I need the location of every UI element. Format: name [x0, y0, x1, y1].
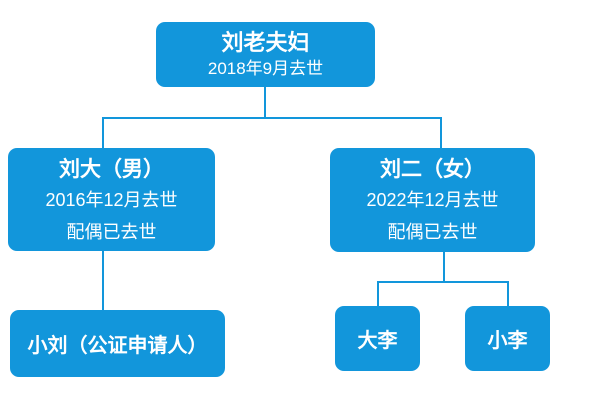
- node-grandparents: 刘老夫妇 2018年9月去世: [156, 22, 375, 87]
- node-daughter-liuer: 刘二（女） 2022年12月去世 配偶已去世: [330, 148, 535, 252]
- node-son-liuda: 刘大（男） 2016年12月去世 配偶已去世: [8, 148, 215, 251]
- node-son-death-date: 2016年12月去世: [45, 189, 178, 210]
- connector-drop-to-daughter: [440, 117, 442, 148]
- connector-generation3-hline: [377, 281, 509, 283]
- connector-daughter-stem: [443, 252, 445, 282]
- node-xiaoli-name: 小李: [487, 330, 528, 352]
- node-dali-name: 大李: [357, 330, 398, 352]
- node-grandparents-death-date: 2018年9月去世: [207, 59, 324, 78]
- connector-drop-to-son: [102, 117, 104, 148]
- node-applicant-name: 小刘（公证申请人）: [27, 335, 208, 357]
- node-daughter-name: 刘二（女）: [380, 158, 485, 181]
- node-grandchild-xiaoli: 小李: [465, 306, 550, 371]
- node-daughter-spouse-status: 配偶已去世: [387, 222, 478, 242]
- connector-drop-to-dali: [377, 281, 379, 306]
- node-daughter-death-date: 2022年12月去世: [366, 190, 499, 210]
- connector-drop-to-xiaoli: [507, 281, 509, 306]
- node-grandchild-dali: 大李: [335, 306, 420, 371]
- node-son-spouse-status: 配偶已去世: [66, 221, 157, 242]
- node-son-name: 刘大（男）: [59, 157, 164, 181]
- connector-generation2-hline: [102, 117, 442, 119]
- node-applicant-xiaoliu: 小刘（公证申请人）: [10, 310, 225, 377]
- connector-son-stem: [102, 251, 104, 310]
- node-grandparents-name: 刘老夫妇: [221, 30, 310, 55]
- connector-grandparents-stem: [264, 87, 266, 118]
